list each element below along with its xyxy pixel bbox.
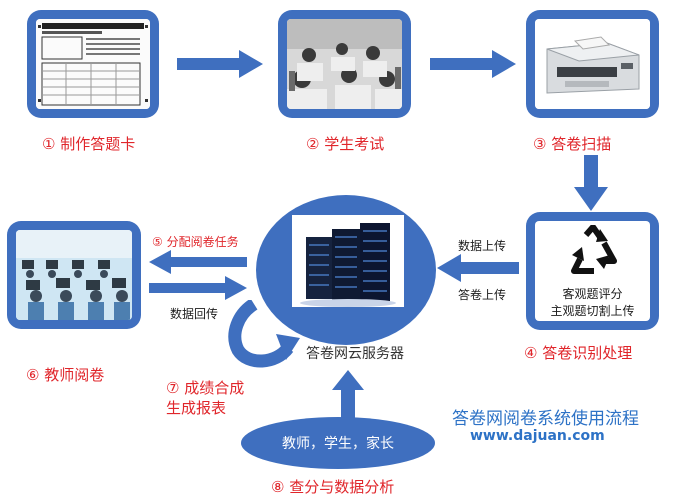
arrow-server-to-teacher: [149, 250, 247, 274]
step-1-caption: ① 制作答题卡: [42, 135, 136, 153]
arrow-3-to-4: [574, 155, 608, 211]
teacher-marking-card: [7, 221, 141, 329]
step-7-caption-line2: 生成报表: [166, 399, 227, 417]
answer-upload-label: 答卷上传: [458, 288, 507, 302]
subjective-label: 主观题切割上传: [550, 304, 635, 318]
cloud-server-ellipse: [256, 195, 436, 345]
flow-title: 答卷网阅卷系统使用流程: [452, 409, 639, 429]
answer-sheet-image: [36, 19, 150, 109]
step-7-caption-line1: ⑦ 成绩合成: [166, 379, 245, 397]
data-return-label: 数据回传: [170, 307, 219, 321]
recycle-icon: [571, 225, 617, 274]
step-6-caption: ⑥ 教师阅卷: [26, 366, 105, 384]
teacher-marking-photo: [16, 230, 132, 320]
server-rack-image: [292, 215, 404, 307]
scanner-image: [535, 19, 650, 109]
arrow-4-to-server: [437, 254, 519, 282]
student-exam-photo: [287, 19, 402, 109]
recognition-panel: 客观题评分 主观题切割上传: [535, 221, 650, 321]
step-3-caption: ③ 答卷扫描: [533, 135, 612, 153]
step-8-caption: ⑧ 查分与数据分析: [271, 478, 395, 496]
student-exam-card: [278, 10, 411, 118]
recognition-card: 客观题评分 主观题切割上传: [526, 212, 659, 330]
arrow-teacher-to-server: [149, 276, 247, 300]
step-2-caption: ② 学生考试: [306, 135, 385, 153]
answer-sheet-card: [27, 10, 159, 118]
scanner-card: [526, 10, 659, 118]
arrow-2-to-3: [430, 50, 516, 78]
arrow-1-to-2: [177, 50, 263, 78]
arrow-users-to-server: [332, 370, 364, 420]
users-label: 教师，学生，家长: [282, 436, 394, 452]
website-url: www.dajuan.com: [470, 428, 605, 444]
step-4-caption: ④ 答卷识别处理: [524, 344, 633, 362]
curved-return-arrow: [228, 300, 300, 368]
data-upload-label: 数据上传: [458, 239, 507, 253]
objective-label: 客观题评分: [562, 287, 623, 301]
server-label: 答卷网云服务器: [306, 346, 404, 362]
step-5-caption: ⑤ 分配阅卷任务: [152, 235, 239, 249]
users-ellipse: [241, 417, 435, 469]
